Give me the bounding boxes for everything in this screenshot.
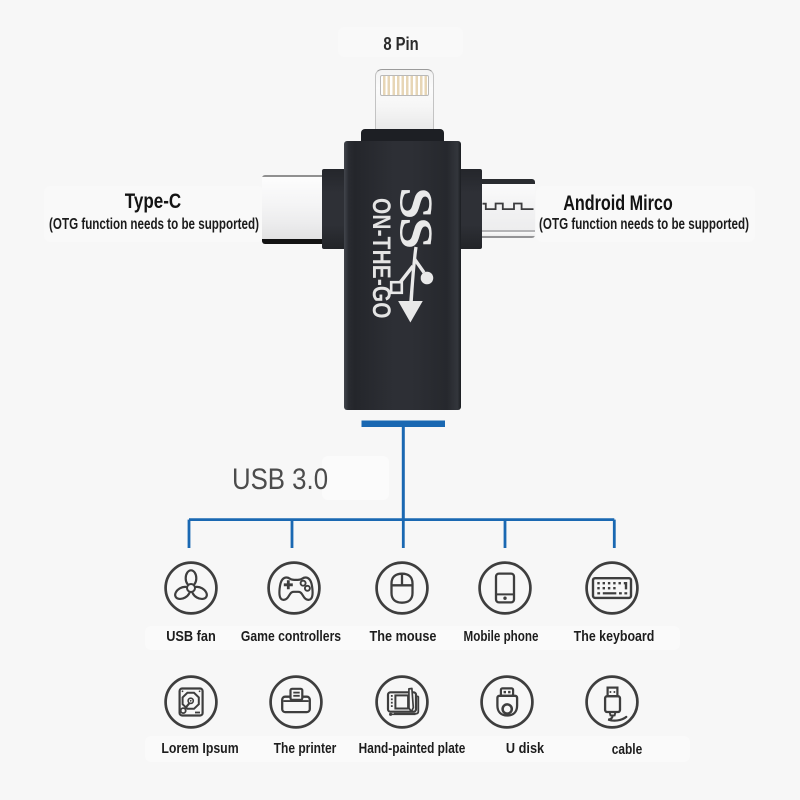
- svg-text:ON-THE-GO: ON-THE-GO: [367, 198, 395, 319]
- svg-text:SS: SS: [390, 187, 442, 248]
